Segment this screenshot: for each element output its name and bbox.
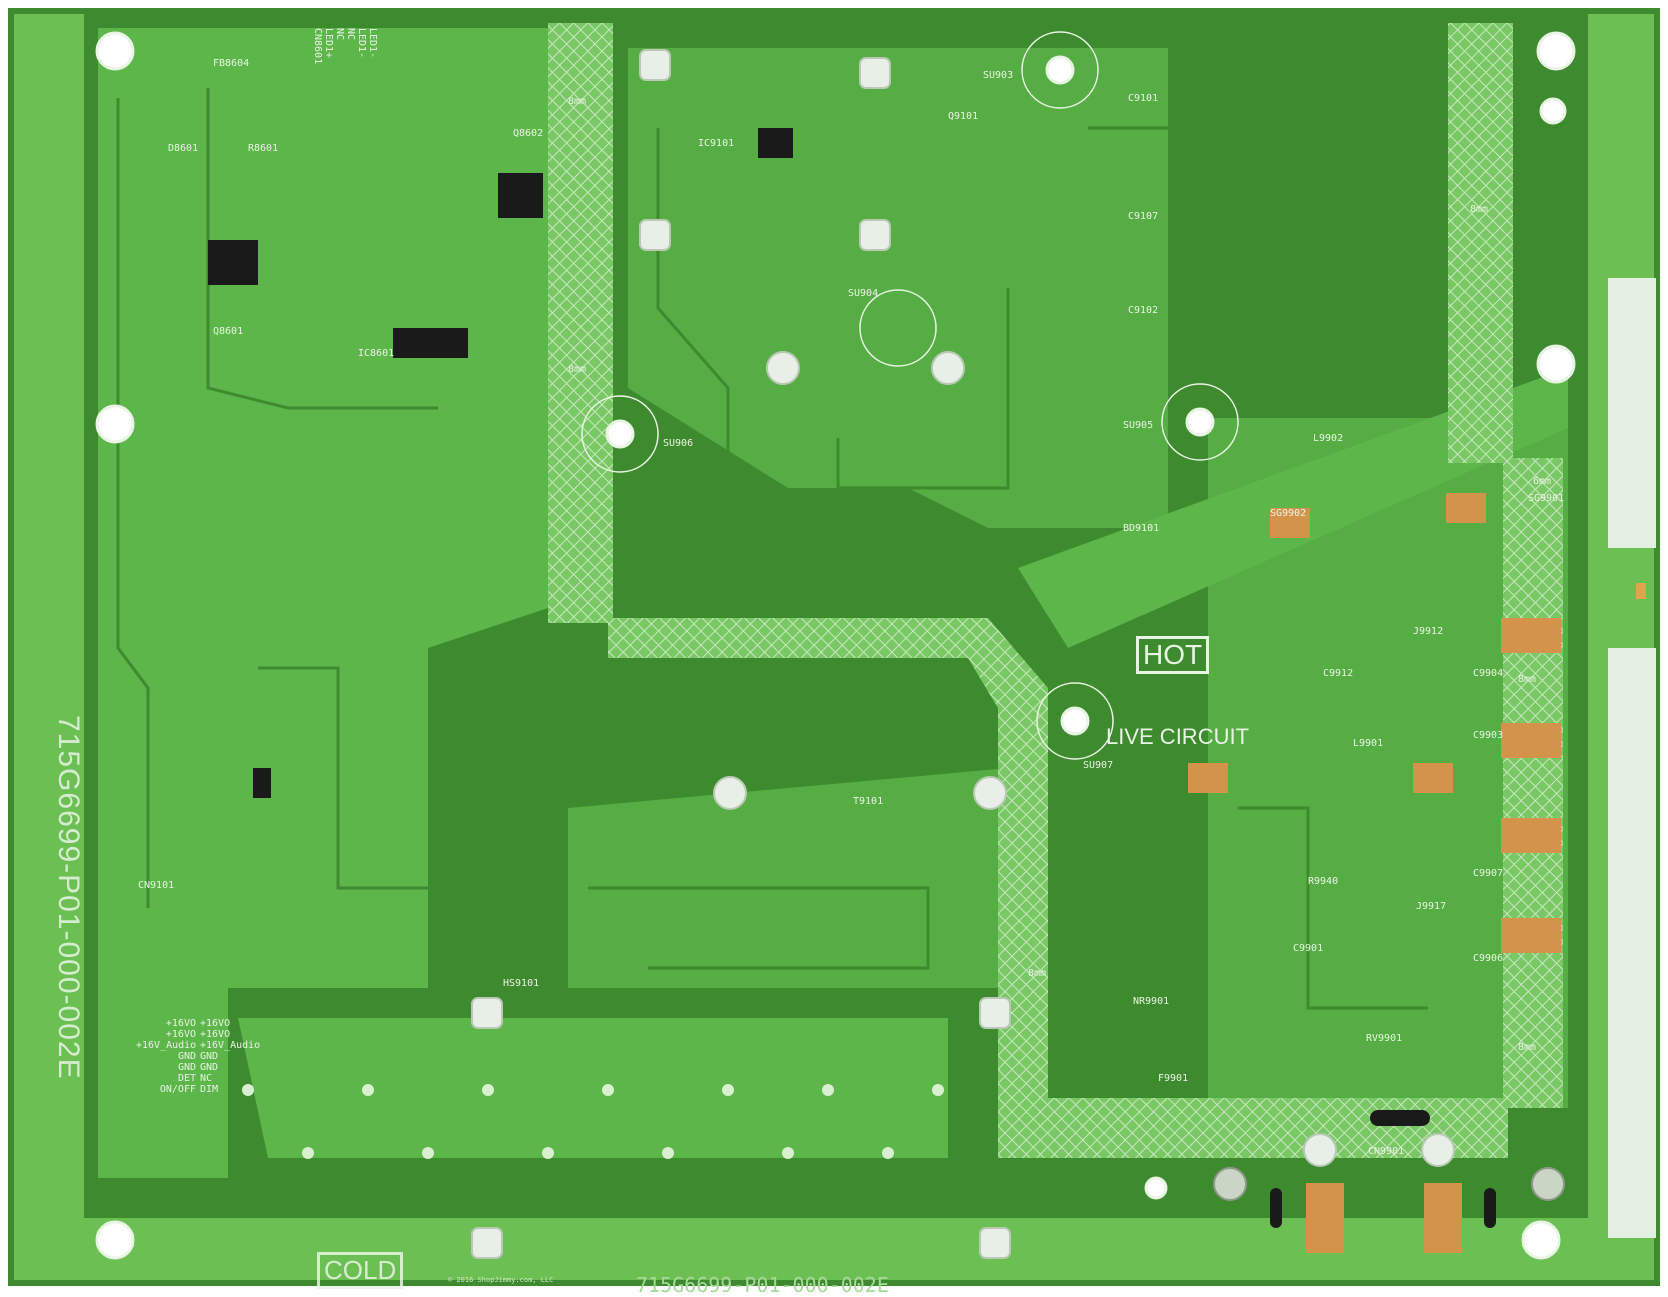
- clearance-label: 8mm: [568, 96, 587, 107]
- copyright: © 2016 ShopJimmy.com, LLC: [448, 1276, 554, 1284]
- pin-label: GND: [200, 1062, 219, 1073]
- designator-label: C9907: [1473, 868, 1504, 879]
- pin-label: LED1-: [356, 28, 367, 59]
- designator-label: C9906: [1473, 953, 1504, 964]
- pin-label: +16V_Audio: [200, 1040, 261, 1051]
- designator-label: RV9901: [1366, 1033, 1403, 1044]
- pin-label: +16VO: [165, 1018, 196, 1029]
- pin-label: LED1-: [367, 28, 378, 59]
- designator-label: IC9101: [698, 138, 735, 149]
- clearance-label: 8mm: [1028, 968, 1047, 979]
- designator-label: C9912: [1323, 668, 1354, 679]
- led-pin-labels: LED1- LED1- NC NC LED1+ CN8601: [312, 28, 378, 64]
- designator-label: CN9901: [1368, 1146, 1405, 1157]
- designator-label: C9101: [1128, 93, 1159, 104]
- pin-label: GND: [200, 1051, 219, 1062]
- designator-label: Q8601: [213, 326, 244, 337]
- designator-label: SU906: [663, 438, 694, 449]
- designator-label: HS9101: [503, 978, 540, 989]
- designator-label: C9903: [1473, 730, 1504, 741]
- part-number-bottom: 715G6699-P01-000-002E: [636, 1273, 889, 1297]
- pin-label: +16V_Audio: [136, 1040, 197, 1051]
- connector-labels-right: +16VO +16VO +16V_Audio GND GND NC DIM: [200, 1018, 260, 1095]
- capacitors: [1188, 493, 1561, 1253]
- pin-label: ON/OFF: [159, 1084, 196, 1095]
- cold-label: COLD: [317, 1252, 404, 1289]
- clearance-label: 8mm: [1470, 204, 1489, 215]
- designator-label: C9102: [1128, 305, 1159, 316]
- connector-labels-left: +16VO +16VO +16V_Audio GND GND DET ON/OF…: [136, 1018, 196, 1095]
- designator-label: FB8604: [213, 58, 250, 69]
- pin-label: NC: [345, 28, 356, 41]
- clearance-label: 8mm: [1518, 674, 1537, 685]
- clearance-label: 8mm: [568, 364, 587, 375]
- pin-label: DET: [177, 1073, 196, 1084]
- hot-label: HOT: [1136, 636, 1210, 674]
- designator-label: IC8601: [358, 348, 395, 359]
- part-number-vertical: 715G6699-P01-000-002E: [52, 715, 85, 1080]
- pin-label: +16VO: [165, 1029, 196, 1040]
- designator-label: L9901: [1353, 738, 1384, 749]
- pcb-traces: [8, 8, 1660, 1286]
- mounting-holes: [95, 31, 1576, 1260]
- designator-label: J9917: [1416, 901, 1447, 912]
- pin-label: +16VO: [200, 1018, 231, 1029]
- designator-label: F9901: [1158, 1073, 1189, 1084]
- pin-label: NC: [334, 28, 345, 41]
- designator-label: R9940: [1308, 876, 1339, 887]
- pin-label: GND: [177, 1062, 196, 1073]
- designator-label: T9101: [853, 796, 884, 807]
- clearance-label: 8mm: [1518, 1042, 1537, 1053]
- designator-label: SU905: [1123, 420, 1154, 431]
- pin-label: LED1+: [323, 28, 334, 59]
- components: [208, 128, 1496, 1228]
- designator-label: R8601: [248, 143, 279, 154]
- designator-label: C9107: [1128, 211, 1159, 222]
- pin-label: NC: [200, 1073, 213, 1084]
- designator-label: J9912: [1413, 626, 1444, 637]
- designator-label: Q9101: [948, 111, 979, 122]
- pcb-board: 715G6699-P01-000-002E 715G6699-P01-000-0…: [8, 8, 1660, 1297]
- pin-label: CN8601: [312, 28, 323, 65]
- designator-label: D8601: [168, 143, 199, 154]
- pin-label: +16VO: [200, 1029, 231, 1040]
- designator-label: L9902: [1313, 433, 1344, 444]
- designator-label: NR9901: [1133, 996, 1170, 1007]
- clearance-label: 6mm: [1533, 476, 1552, 487]
- isolation-band: [548, 23, 613, 623]
- live-circuit-label: LIVE CIRCUIT: [1106, 724, 1250, 749]
- pin-label: DIM: [200, 1084, 219, 1095]
- designator-label: CN9101: [138, 880, 175, 891]
- designator-label: SG9901: [1528, 493, 1565, 504]
- pin-label: GND: [177, 1051, 196, 1062]
- designator-label: BD9101: [1123, 523, 1160, 534]
- designator-label: SU903: [983, 70, 1014, 81]
- designator-label: SG9902: [1270, 508, 1307, 519]
- designator-label: SU904: [848, 288, 879, 299]
- designator-label: Q8602: [513, 128, 544, 139]
- designator-label: C9901: [1293, 943, 1324, 954]
- solder-pads: [471, 49, 1455, 1259]
- designator-label: SU907: [1083, 760, 1114, 771]
- designator-label: C9904: [1473, 668, 1504, 679]
